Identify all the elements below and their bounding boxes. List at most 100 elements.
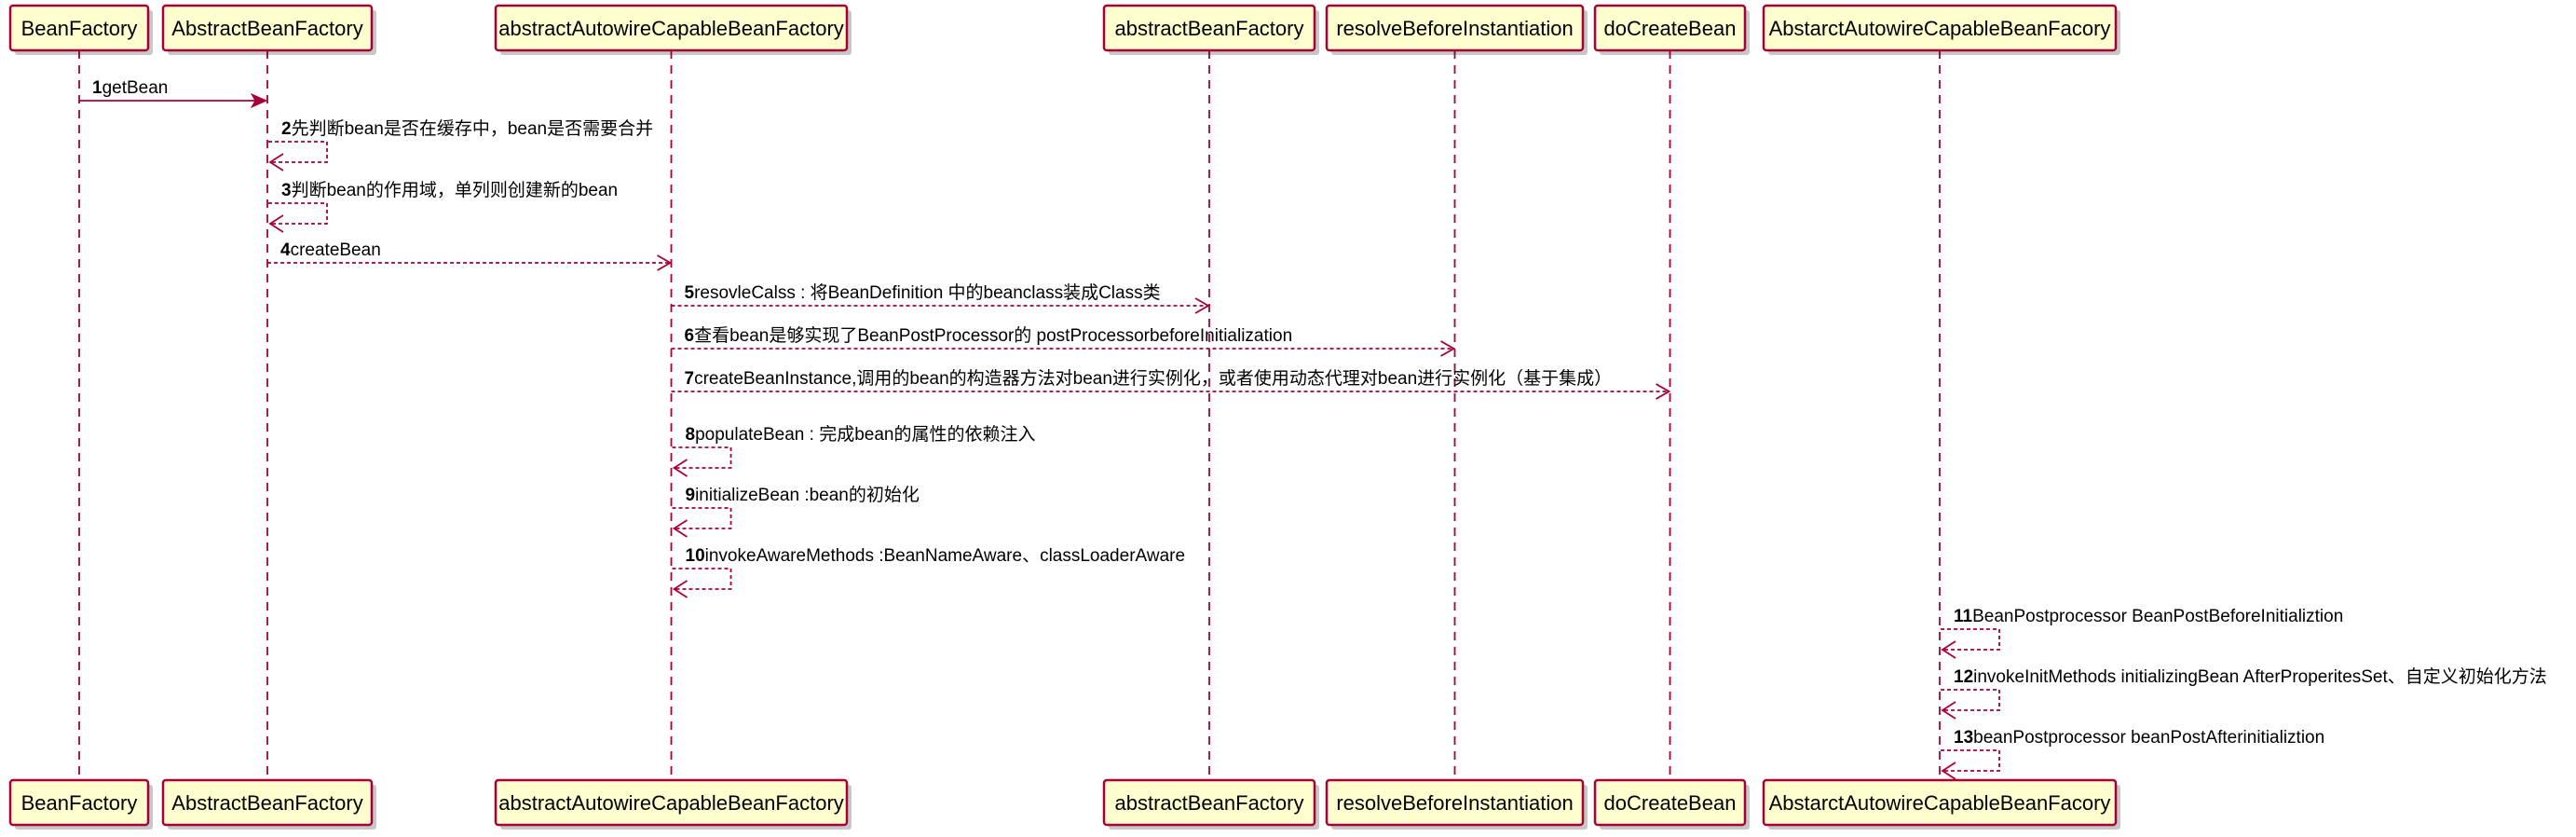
participant-label: AbstractBeanFactory [171, 17, 362, 40]
arrowhead [672, 580, 688, 598]
self-message-line [672, 507, 732, 529]
message-12: 12invokeInitMethods initializingBean Aft… [1941, 666, 2547, 720]
message-text: invokeInitMethods initializingBean After… [1973, 666, 2547, 687]
participant-box [1325, 778, 1585, 827]
message-text: resovleCalss : 将BeanDefinition 中的beancla… [694, 282, 1161, 303]
message-number: 12 [1954, 667, 1973, 687]
message-number: 9 [686, 486, 696, 505]
arrowhead [1656, 383, 1671, 400]
message-13: 13beanPostprocessor beanPostAfterinitial… [1941, 728, 2324, 780]
participant-box [1593, 4, 1747, 52]
arrowhead [672, 519, 688, 538]
message-label: 11BeanPostprocessor BeanPostBeforeInitia… [1954, 607, 2343, 626]
arrowhead [250, 92, 268, 109]
message-6: 6查看bean是够实现了BeanPostProcessor的 postProce… [671, 325, 1456, 357]
message-number: 10 [686, 546, 705, 566]
arrowhead [1440, 340, 1456, 357]
self-message-line [268, 202, 328, 225]
participant-bottom-p6: doCreateBean [1593, 778, 1750, 830]
message-label: 10invokeAwareMethods :BeanNameAware、clas… [686, 546, 1186, 566]
message-7: 7createBeanInstance,调用的bean的构造器方法对bean进行… [671, 368, 1671, 400]
message-text: BeanPostprocessor BeanPostBeforeInitiali… [1972, 607, 2343, 626]
arrowhead [1941, 640, 1956, 659]
participants-bottom: BeanFactory AbstractBeanFactory abstractAu… [8, 778, 2120, 830]
message-number: 6 [685, 326, 695, 346]
message-label: 4createBean [280, 240, 381, 260]
message-4: 4createBean [267, 240, 673, 271]
participant-bottom-p5: resolveBeforeInstantiation [1325, 778, 1588, 830]
participant-top-p1: BeanFactory [8, 4, 153, 55]
participant-label: AbstractBeanFactory [171, 791, 362, 815]
message-number: 2 [281, 119, 292, 139]
message-number: 13 [1954, 728, 1973, 748]
participant-box [1325, 4, 1585, 52]
message-label: 6查看bean是够实现了BeanPostProcessor的 postProce… [685, 325, 1293, 346]
participant-top-p3: abstractAutowireCapableBeanFactory [494, 4, 852, 55]
message-number: 1 [92, 78, 102, 98]
message-8: 8populateBean : 完成bean的属性的依赖注入 [672, 424, 1036, 477]
message-2: 2先判断bean是否在缓存中，bean是否需要合并 [268, 118, 653, 172]
self-message-line [1941, 689, 2000, 711]
participant-label: BeanFactory [21, 17, 138, 40]
participant-bottom-p7: AbstarctAutowireCapableBeanFacory [1762, 778, 2120, 830]
participant-box [494, 778, 849, 827]
participant-box [1762, 778, 2118, 827]
arrowhead [268, 214, 284, 233]
self-message-line [1941, 628, 2000, 651]
self-message-line [672, 568, 732, 590]
message-9: 9initializeBean :bean的初始化 [672, 485, 920, 538]
message-label: 8populateBean : 完成bean的属性的依赖注入 [686, 424, 1036, 445]
message-label: 7createBeanInstance,调用的bean的构造器方法对bean进行… [685, 368, 1613, 389]
message-number: 7 [685, 369, 695, 389]
participants-top: BeanFactory AbstractBeanFactory abstractAu… [8, 4, 2120, 55]
message-label: 1getBean [92, 78, 168, 98]
participant-box [1102, 778, 1316, 827]
participant-label: AbstarctAutowireCapableBeanFacory [1769, 17, 2111, 40]
arrowhead [268, 153, 284, 172]
message-label: 2先判断bean是否在缓存中，bean是否需要合并 [281, 118, 653, 139]
participant-label: doCreateBean [1604, 17, 1737, 40]
message-text: invokeAwareMethods :BeanNameAware、classL… [705, 546, 1185, 566]
arrowhead [1941, 762, 1956, 780]
message-1: 1getBean [79, 78, 268, 109]
message-text: initializeBean :bean的初始化 [695, 485, 920, 505]
participant-bottom-p4: abstractBeanFactory [1102, 778, 1319, 830]
participant-box [161, 778, 374, 827]
participant-label: AbstarctAutowireCapableBeanFacory [1769, 791, 2111, 815]
message-number: 5 [685, 283, 695, 303]
message-label: 3判断bean的作用域，单列则创建新的bean [281, 180, 618, 200]
message-text: 查看bean是够实现了BeanPostProcessor的 postProces… [694, 325, 1292, 346]
arrowhead [672, 459, 688, 477]
participant-bottom-p3: abstractAutowireCapableBeanFactory [494, 778, 852, 830]
message-3: 3判断bean的作用域，单列则创建新的bean [268, 180, 618, 233]
participant-top-p7: AbstarctAutowireCapableBeanFacory [1762, 4, 2120, 55]
message-text: getBean [102, 78, 169, 98]
message-number: 3 [281, 181, 292, 200]
participant-top-p5: resolveBeforeInstantiation [1325, 4, 1588, 55]
participant-top-p2: AbstractBeanFactory [161, 4, 376, 55]
message-number: 4 [280, 240, 291, 260]
participant-label: abstractAutowireCapableBeanFactory [498, 791, 844, 815]
participant-label: doCreateBean [1604, 791, 1737, 815]
message-text: beanPostprocessor beanPostAfterinitializ… [1973, 728, 2324, 748]
message-label: 9initializeBean :bean的初始化 [686, 485, 920, 505]
participant-bottom-p1: BeanFactory [8, 778, 153, 830]
participant-label: abstractAutowireCapableBeanFactory [498, 17, 844, 40]
message-label: 12invokeInitMethods initializingBean Aft… [1954, 666, 2547, 687]
participant-top-p4: abstractBeanFactory [1102, 4, 1319, 55]
message-text: createBean [291, 240, 381, 260]
participant-bottom-p2: AbstractBeanFactory [161, 778, 376, 830]
message-text: populateBean : 完成bean的属性的依赖注入 [695, 424, 1035, 445]
message-text: createBeanInstance,调用的bean的构造器方法对bean进行实… [694, 368, 1612, 389]
arrowhead [1941, 701, 1956, 720]
participant-label: resolveBeforeInstantiation [1336, 17, 1573, 40]
message-5: 5resovleCalss : 将BeanDefinition 中的beancl… [671, 282, 1210, 314]
message-label: 13beanPostprocessor beanPostAfterinitial… [1954, 728, 2324, 748]
message-text: 先判断bean是否在缓存中，bean是否需要合并 [292, 118, 654, 139]
participant-box [1102, 4, 1316, 52]
message-10: 10invokeAwareMethods :BeanNameAware、clas… [672, 546, 1186, 598]
participant-label: BeanFactory [21, 791, 138, 815]
participant-box [161, 4, 374, 52]
self-message-line [672, 446, 732, 469]
